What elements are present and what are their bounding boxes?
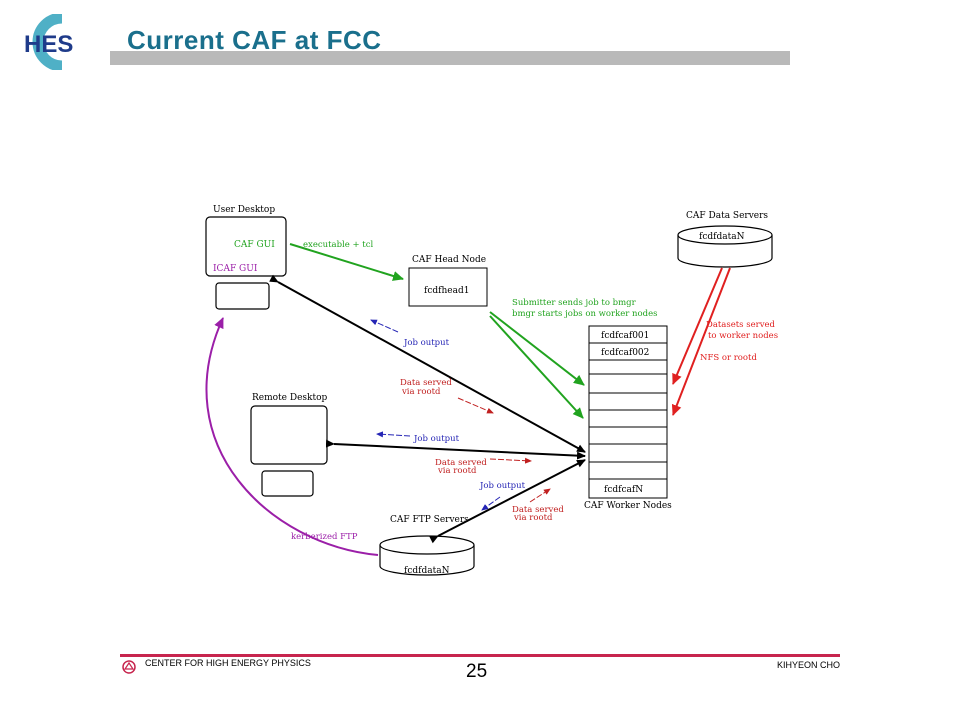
page-number: 25 [466, 661, 488, 682]
edge-job-output-2-label: Job output [413, 434, 460, 444]
edge-submit-arrow-2 [489, 315, 584, 419]
hes-logo: HES [24, 14, 73, 70]
worker-node-002: fcdfcaf002 [601, 348, 649, 358]
edge-submitter-label-2: bmgr starts jobs on worker nodes [512, 309, 657, 319]
edge-job-output-2-arrow [376, 431, 411, 438]
edge-data-served-1-arrow [457, 397, 494, 414]
edge-ftp-worker-line [429, 459, 586, 544]
edge-datasets-label-2: to worker nodes [708, 331, 778, 341]
worker-node-n: fcdfcafN [604, 485, 643, 495]
footer-divider [120, 654, 840, 657]
slide-title: Current CAF at FCC [127, 25, 382, 55]
worker-node-001: fcdfcaf001 [601, 331, 649, 341]
data-servers-node: CAF Data Servers fcdfdataN [677, 211, 773, 268]
cheps-emblem-icon [122, 660, 136, 674]
data-servers-cylinder-top [677, 225, 773, 245]
head-node-host: fcdfhead1 [424, 286, 469, 296]
edge-job-output-3-arrow [481, 496, 501, 511]
edge-datasets-label-1: Datasets served [706, 320, 776, 330]
edge-job-output-1-label: Job output [403, 338, 450, 348]
remote-desktop-keyboard [261, 470, 314, 497]
user-desktop-keyboard [215, 282, 270, 310]
remote-desktop-monitor [250, 405, 328, 465]
remote-desktop-node: Remote Desktop [250, 393, 328, 497]
head-node: CAF Head Node fcdfhead1 [408, 255, 488, 307]
edge-data-served-1-label-a: Data served [400, 378, 452, 388]
icaf-gui-label: ICAF GUI [213, 264, 258, 274]
remote-desktop-label: Remote Desktop [252, 393, 328, 403]
logo-text: HES [24, 31, 73, 58]
footer-organization: CENTER FOR HIGH ENERGY PHYSICS [145, 658, 311, 668]
head-node-label: CAF Head Node [412, 255, 486, 265]
ftp-servers-label: CAF FTP Servers [390, 515, 469, 525]
edge-datasets-arrow-1 [672, 267, 723, 385]
ftp-servers-cylinder-top [379, 535, 475, 555]
edge-data-served-1-label-b: via rootd [401, 387, 441, 397]
user-desktop-node: User Desktop CAF GUI ICAF GUI [205, 205, 287, 310]
edge-submitter-label-1: Submitter sends job to bmgr [512, 298, 637, 308]
edge-data-served-2-label-a: Data served [435, 458, 487, 468]
edge-data-served-2-arrow [489, 457, 532, 464]
edge-remote-worker-line [325, 439, 586, 460]
footer-author: KIHYEON CHO [776, 660, 840, 670]
edge-data-served-2-label-b: via rootd [437, 466, 477, 476]
ftp-servers-host: fcdfdataN [404, 566, 450, 576]
worker-nodes-label: CAF Worker Nodes [584, 501, 672, 511]
title-underline-bar [110, 51, 790, 65]
edge-kerberized-ftp-label: kerberized FTP [291, 532, 358, 542]
edge-user-worker-line [269, 274, 586, 453]
edge-submit-arrow-1 [489, 311, 585, 386]
edge-nfs-label: NFS or rootd [700, 353, 757, 363]
edge-job-output-1-arrow [370, 319, 399, 333]
worker-stack-frame [588, 325, 668, 499]
edge-executable-arrow [289, 243, 404, 281]
edge-data-served-3-label-a: Data served [512, 505, 564, 515]
edge-data-served-3-label-b: via rootd [513, 513, 553, 523]
data-servers-label: CAF Data Servers [686, 211, 768, 221]
data-servers-host: fcdfdataN [699, 232, 745, 242]
user-desktop-monitor [205, 216, 287, 277]
edge-executable-label: executable + tcl [303, 240, 373, 250]
user-desktop-label: User Desktop [213, 205, 275, 215]
worker-nodes-stack: fcdfcaf001 fcdfcaf002 fcdfcafN CAF Worke… [584, 325, 672, 511]
edge-job-output-3-label: Job output [479, 481, 526, 491]
edge-kerberized-ftp-arrow [205, 317, 379, 556]
caf-gui-label: CAF GUI [234, 240, 275, 250]
edge-datasets-arrow-2 [671, 267, 731, 416]
edge-data-served-3-arrow [529, 488, 551, 503]
